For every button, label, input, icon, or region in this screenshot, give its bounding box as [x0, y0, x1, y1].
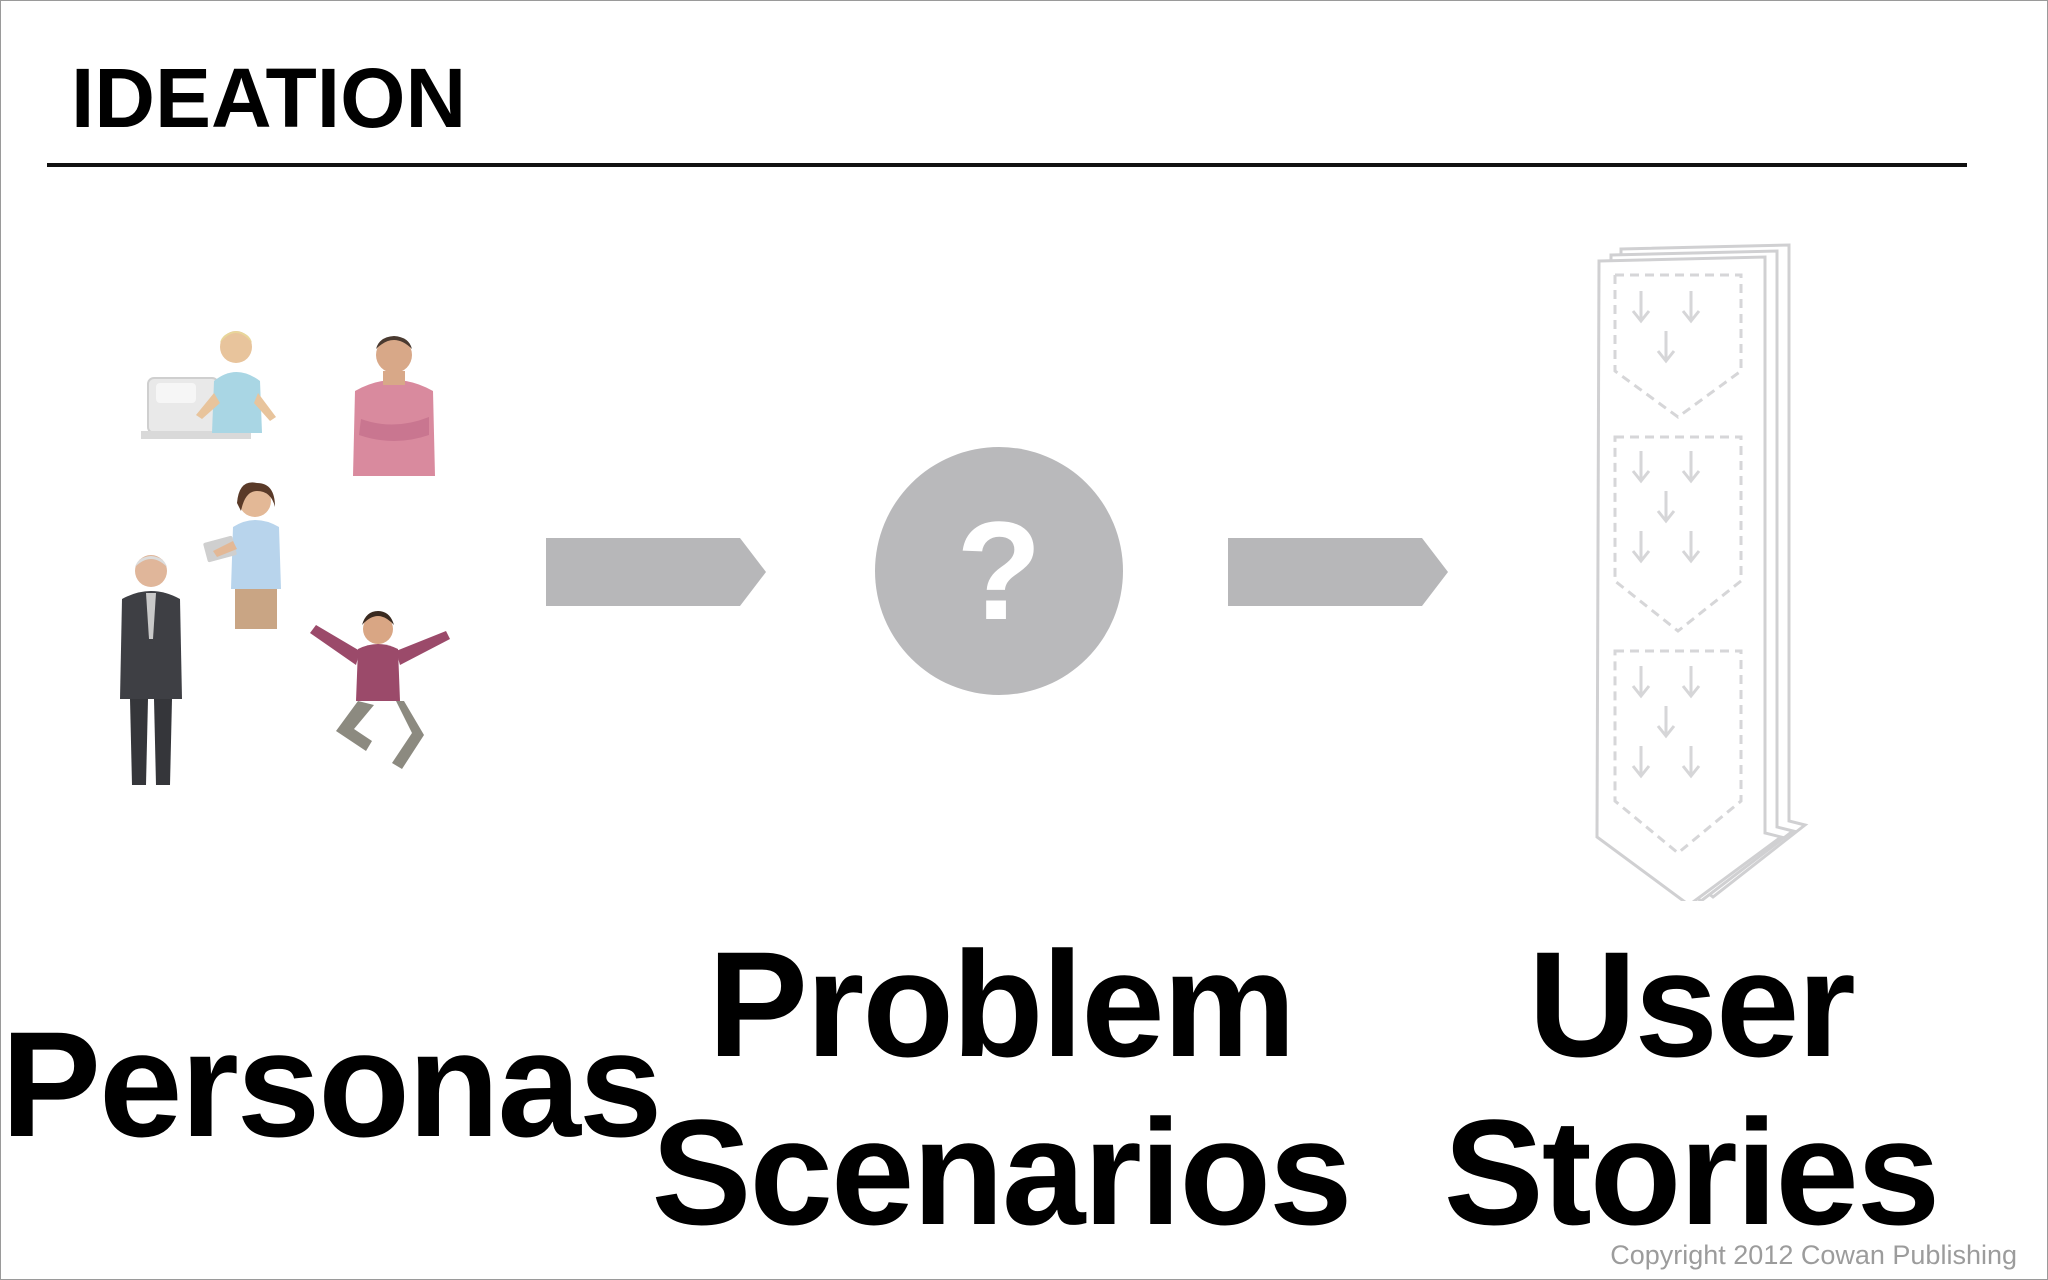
persona-man-suit-icon: [120, 555, 182, 785]
persona-woman-sewing-icon: [141, 331, 276, 439]
right-arrow-icon: [546, 538, 766, 606]
document-stack-icon: [1595, 243, 1809, 901]
step-label-line: Scenarios: [651, 1088, 1352, 1256]
right-arrow-icon: [1228, 538, 1448, 606]
step-label-line: Problem: [707, 920, 1296, 1088]
persona-man-pink-shirt-icon: [353, 336, 435, 476]
step-label-problem-scenarios: Problem Scenarios: [641, 929, 1361, 1265]
step-label-personas: Personas: [1, 1009, 662, 1159]
step-label-line: Stories: [1443, 1088, 1941, 1256]
title-divider: [47, 163, 1967, 167]
slide-title: IDEATION: [71, 51, 467, 145]
people-group-icon: [91, 301, 491, 801]
step-label-line: Personas: [1, 1000, 662, 1168]
question-mark-icon: ?: [875, 447, 1123, 695]
copyright-notice: Copyright 2012 Cowan Publishing: [1610, 1240, 2017, 1270]
step-label-user-stories: User Stories: [1411, 929, 1971, 1265]
persona-woman-tablet-icon: [203, 482, 281, 629]
step-label-line: User: [1528, 920, 1856, 1088]
persona-jumping-man-icon: [310, 611, 450, 769]
